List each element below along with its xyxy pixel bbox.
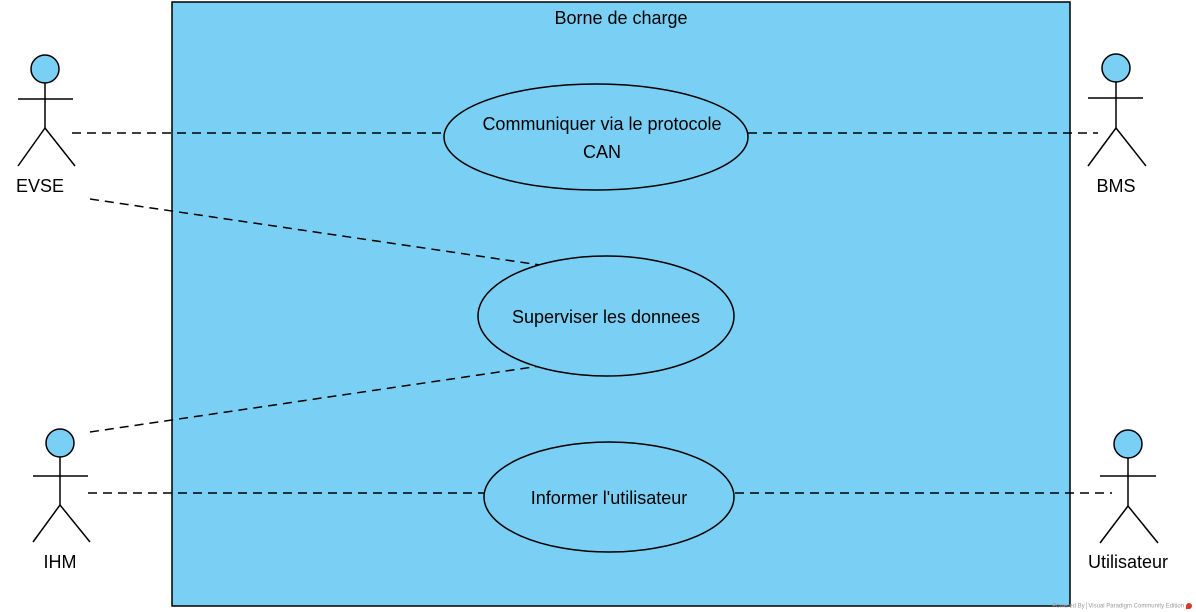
actor-evse-leg-right (44, 127, 76, 167)
watermark: Powered By│Visual Paradigm Community Edi… (1052, 603, 1192, 610)
actor-evse-head (30, 54, 60, 84)
use-case-superviser[interactable]: Superviser les donnees (477, 255, 735, 377)
actor-evse-leg-left (17, 127, 46, 167)
actor-evse-label: EVSE (16, 176, 64, 196)
actor-bms-label: BMS (1096, 176, 1135, 196)
actor-bms-leg-right (1115, 127, 1147, 167)
actor-ihm-head (45, 428, 75, 458)
actor-ihm-leg-left (32, 504, 61, 543)
actor-ihm-label: IHM (44, 552, 77, 572)
use-case-communiquer-label-line2: CAN (583, 142, 621, 162)
visual-paradigm-logo-icon (1186, 603, 1192, 610)
actor-ihm-leg-right (59, 504, 91, 543)
use-case-informer[interactable]: Informer l'utilisateur (483, 441, 735, 553)
actor-ihm[interactable] (32, 428, 91, 543)
use-case-informer-label: Informer l'utilisateur (531, 488, 688, 508)
association-evse-superviser (89, 198, 541, 266)
watermark-text: Powered By│Visual Paradigm Community Edi… (1052, 604, 1184, 610)
actor-utilisateur[interactable] (1099, 429, 1159, 544)
use-case-communiquer-ellipse (443, 83, 749, 191)
use-case-superviser-label: Superviser les donnees (512, 307, 700, 327)
actor-utilisateur-leg-right (1127, 505, 1159, 544)
associations (72, 132, 1112, 494)
actor-utilisateur-label: Utilisateur (1088, 552, 1168, 572)
actor-utilisateur-leg-left (1099, 505, 1129, 544)
use-case-communiquer[interactable]: Communiquer via le protocole CAN (443, 83, 749, 191)
use-case-superviser-ellipse (477, 255, 735, 377)
use-case-informer-ellipse (483, 441, 735, 553)
system-title: Borne de charge (554, 8, 687, 28)
actor-evse[interactable] (17, 54, 76, 167)
actor-bms-leg-left (1087, 127, 1117, 167)
use-case-communiquer-label-line1: Communiquer via le protocole (482, 114, 721, 134)
association-ihm-superviser (89, 365, 541, 433)
actor-bms[interactable] (1087, 53, 1147, 167)
actor-utilisateur-head (1113, 429, 1143, 459)
actor-bms-head (1101, 53, 1131, 83)
